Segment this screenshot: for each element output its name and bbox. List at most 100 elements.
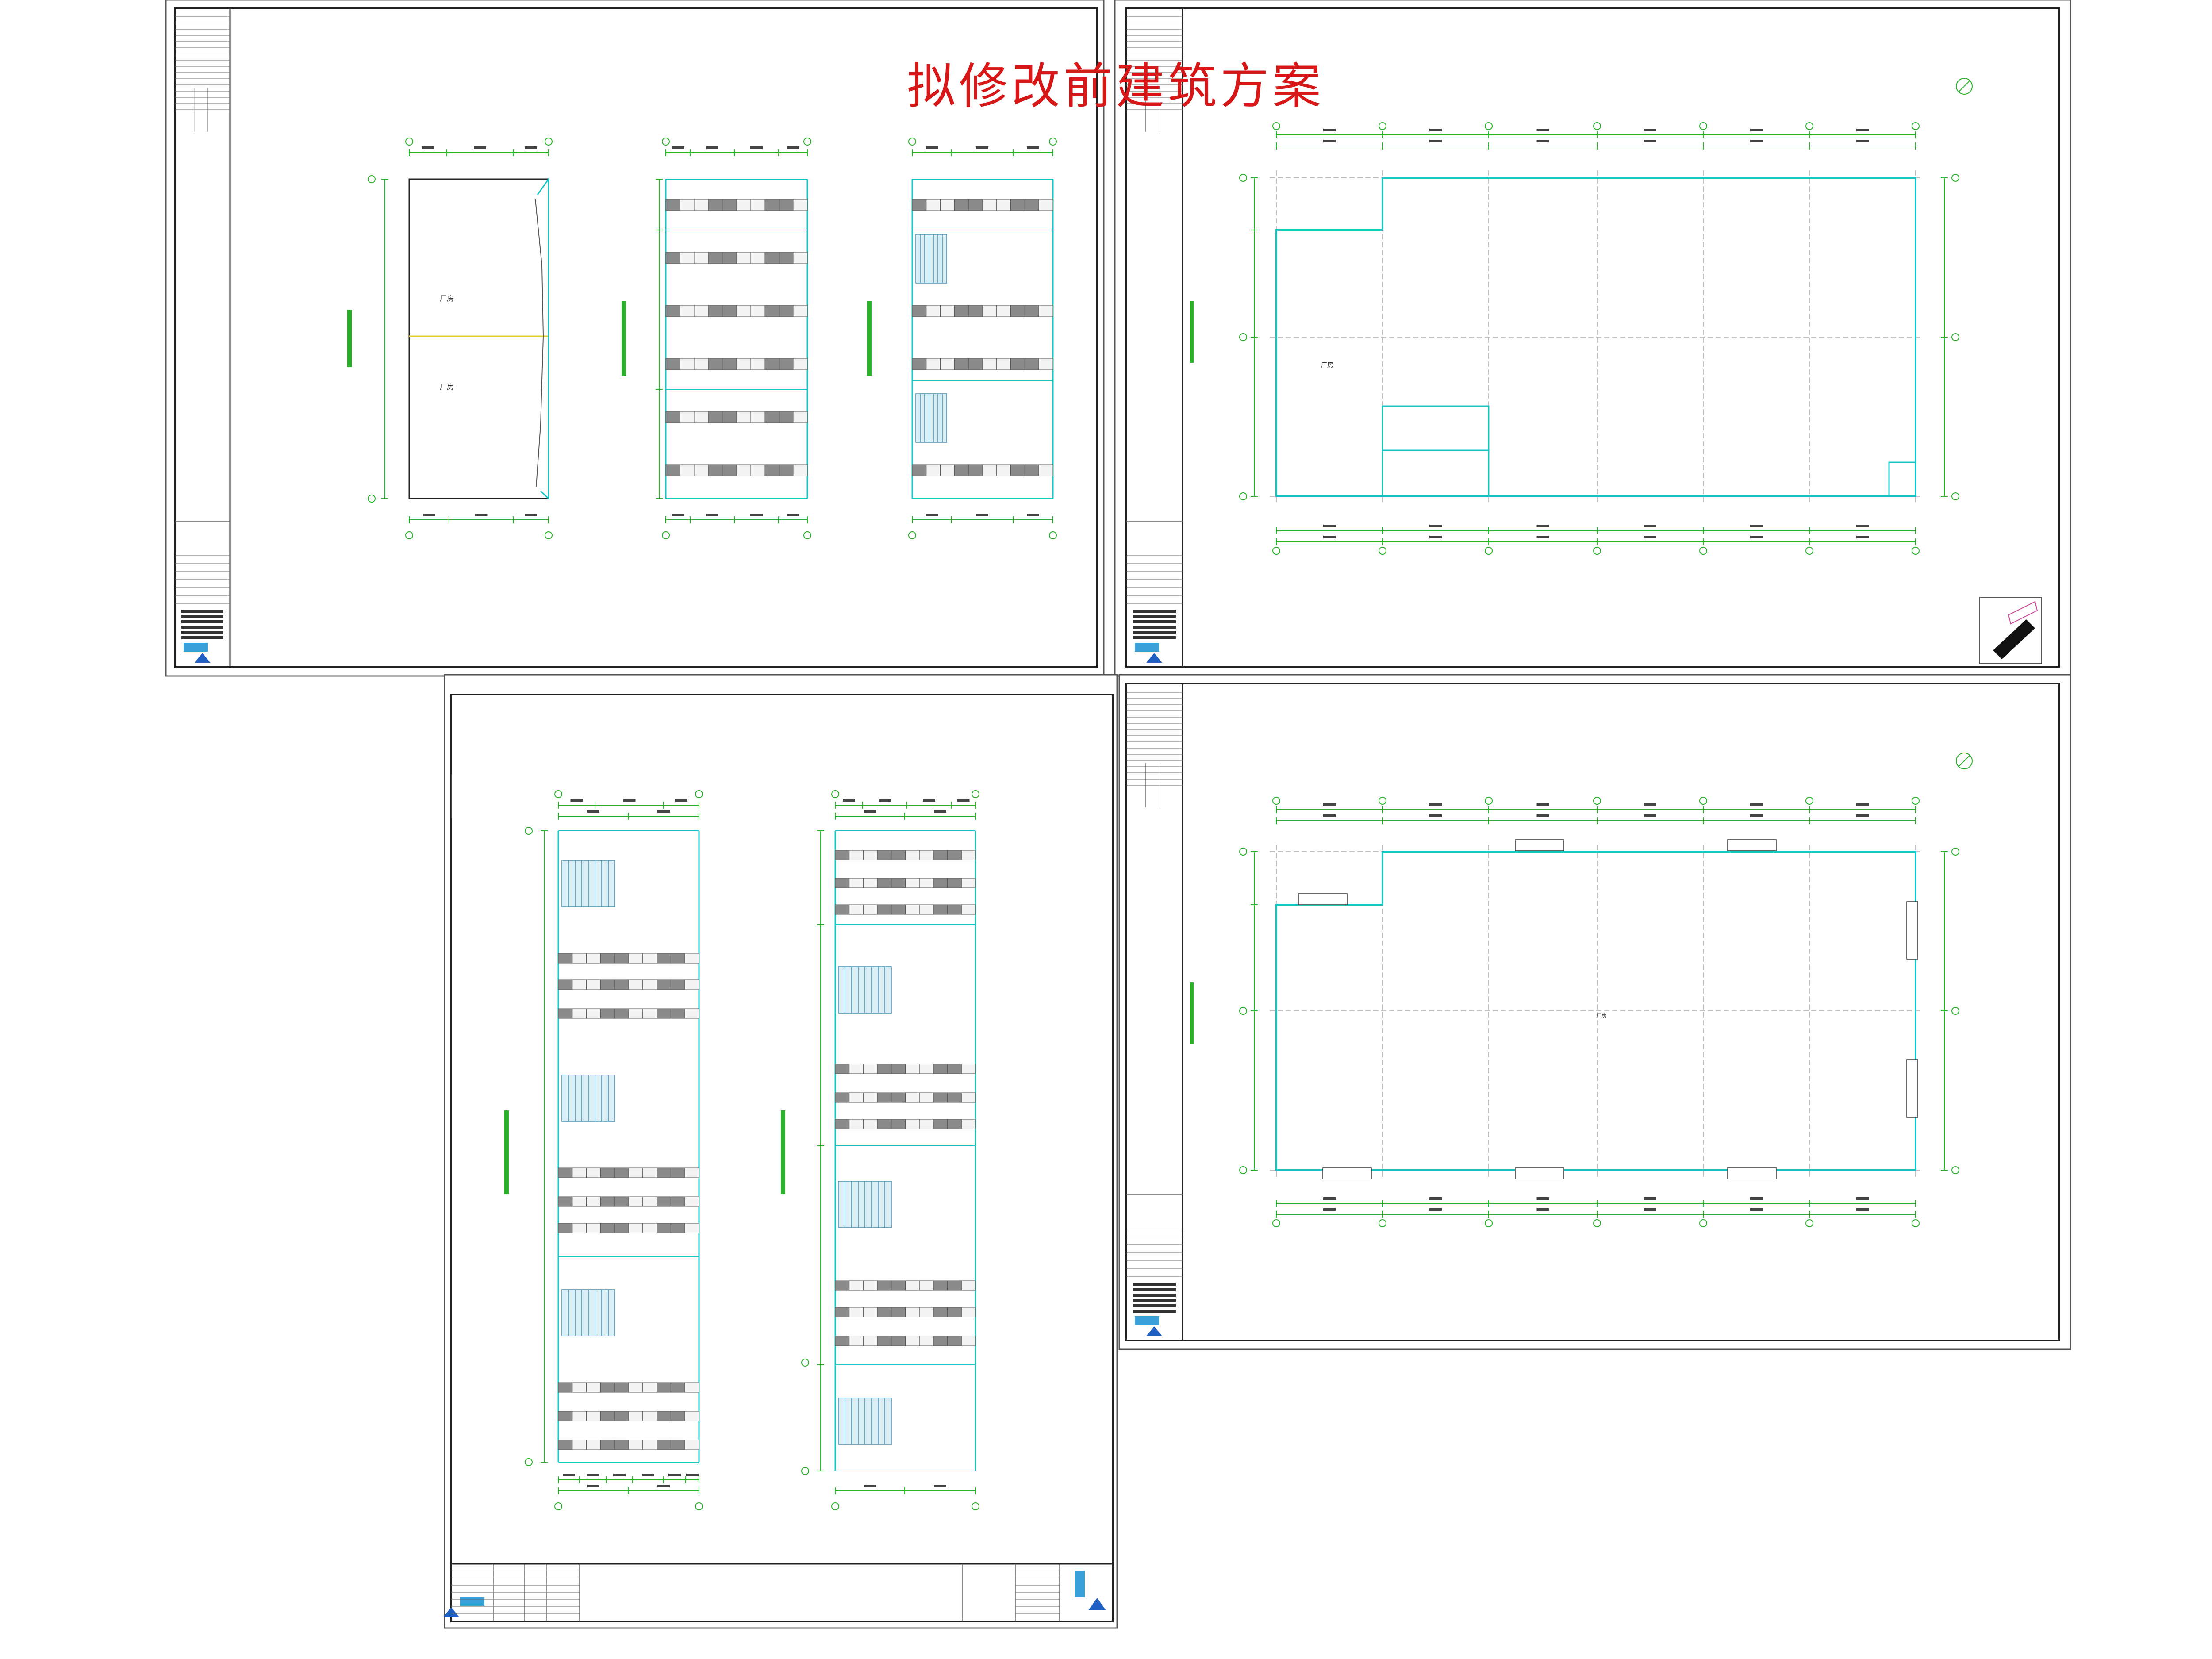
window-pane bbox=[849, 1336, 864, 1346]
window-band bbox=[665, 411, 808, 423]
window-pane bbox=[694, 464, 709, 476]
window-pane bbox=[933, 1064, 948, 1074]
dimension-text bbox=[675, 799, 687, 802]
window-band bbox=[665, 252, 808, 264]
sheet-roofplan-bottom-right: 厂房 bbox=[1118, 674, 2071, 1350]
grid-axis-bubble bbox=[1912, 1219, 1920, 1227]
window-pane bbox=[849, 1280, 864, 1291]
grid-axis-bubble bbox=[1805, 122, 1813, 130]
window-pane bbox=[940, 464, 955, 476]
window-pane bbox=[1010, 199, 1025, 211]
window-pane bbox=[891, 1119, 906, 1129]
elevation-side-b bbox=[622, 138, 811, 539]
window-pane bbox=[877, 1307, 892, 1317]
dimension-text bbox=[1750, 525, 1763, 527]
window-pane bbox=[708, 358, 723, 370]
window-pane bbox=[558, 953, 573, 964]
window-pane bbox=[835, 1307, 850, 1317]
window-band bbox=[558, 1196, 699, 1207]
window-pane bbox=[572, 1196, 587, 1207]
grid-axis-bubble bbox=[831, 1502, 839, 1510]
window-pane bbox=[722, 199, 737, 211]
window-pane bbox=[736, 358, 751, 370]
grid-axis-bubble bbox=[368, 495, 376, 503]
window-pane bbox=[694, 252, 709, 264]
title-block-bottom bbox=[451, 1563, 1113, 1621]
sheet-inner-frame bbox=[1125, 7, 2060, 668]
window-pane bbox=[996, 199, 1011, 211]
window-pane bbox=[628, 1008, 643, 1019]
title-block-text-bar bbox=[1133, 1294, 1176, 1297]
dimension-text bbox=[422, 146, 434, 149]
window-pane bbox=[947, 850, 962, 860]
window-band bbox=[558, 1223, 699, 1233]
grid-axis-bubble bbox=[1379, 1219, 1386, 1227]
window-pane bbox=[642, 953, 657, 964]
window-pane bbox=[919, 878, 934, 888]
window-pane bbox=[586, 1167, 601, 1178]
window-pane bbox=[919, 850, 934, 860]
dimension-text bbox=[613, 1474, 626, 1476]
louver-panel bbox=[838, 966, 892, 1014]
window-pane bbox=[586, 1382, 601, 1393]
sheet-outer-border bbox=[165, 0, 1105, 677]
roof-plan: 厂房 bbox=[1190, 753, 1973, 1227]
window-pane bbox=[933, 1336, 948, 1346]
window-pane bbox=[657, 1223, 671, 1233]
dimension-text bbox=[976, 514, 988, 516]
grid-axis-bubble bbox=[1272, 547, 1280, 555]
window-pane bbox=[933, 878, 948, 888]
window-band bbox=[558, 953, 699, 964]
window-pane bbox=[961, 1336, 976, 1346]
window-pane bbox=[982, 305, 997, 317]
dimension-text bbox=[879, 799, 891, 802]
grid-axis-bubble bbox=[525, 827, 533, 835]
dimension-text bbox=[864, 1485, 876, 1487]
title-block-text-bar bbox=[1133, 610, 1176, 613]
dimension-text bbox=[1323, 536, 1336, 538]
window-pane bbox=[961, 904, 976, 915]
louver-panel bbox=[838, 1181, 892, 1228]
window-band bbox=[835, 1336, 976, 1346]
grid-axis-bubble bbox=[1485, 797, 1493, 805]
window-pane bbox=[947, 1092, 962, 1103]
dimension-text bbox=[1323, 803, 1336, 806]
grid-axis-bubble bbox=[1951, 333, 1959, 341]
dimension-text bbox=[1429, 1197, 1442, 1200]
title-block bbox=[1126, 692, 1183, 1336]
window-pane bbox=[572, 1167, 587, 1178]
window-pane bbox=[614, 1196, 629, 1207]
dimension-text bbox=[1644, 1208, 1656, 1211]
grid-axis-bubble bbox=[972, 790, 979, 798]
window-pane bbox=[750, 411, 765, 423]
grid-axis-bubble bbox=[1593, 547, 1601, 555]
title-block-text-bar bbox=[1133, 620, 1176, 623]
dimension-text bbox=[1856, 1208, 1869, 1211]
window-pane bbox=[736, 252, 751, 264]
grid-axis-bubble bbox=[1049, 138, 1057, 146]
dimension-text bbox=[587, 810, 599, 813]
logo-mark bbox=[1146, 653, 1162, 663]
dimension-text bbox=[587, 1474, 599, 1476]
grid-axis-bubble bbox=[1049, 531, 1057, 539]
logo-bar bbox=[460, 1597, 484, 1606]
window-pane bbox=[572, 1382, 587, 1393]
sheet-inner-frame bbox=[174, 7, 1098, 668]
dimension-text bbox=[1856, 814, 1869, 817]
dimension-text bbox=[864, 810, 876, 813]
window-pane bbox=[905, 878, 920, 888]
plan-title-vertical bbox=[1190, 301, 1194, 363]
window-pane bbox=[835, 1064, 850, 1074]
window-pane bbox=[940, 305, 955, 317]
window-pane bbox=[877, 1064, 892, 1074]
grid-axis-bubble bbox=[695, 1502, 703, 1510]
window-pane bbox=[947, 1064, 962, 1074]
window-pane bbox=[764, 199, 780, 211]
window-pane bbox=[1010, 305, 1025, 317]
window-pane bbox=[793, 464, 808, 476]
grid-axis-bubble bbox=[1805, 797, 1813, 805]
elevation-side-c bbox=[867, 138, 1057, 539]
dimension-text bbox=[976, 146, 988, 149]
grid-axis-bubble bbox=[1379, 797, 1386, 805]
